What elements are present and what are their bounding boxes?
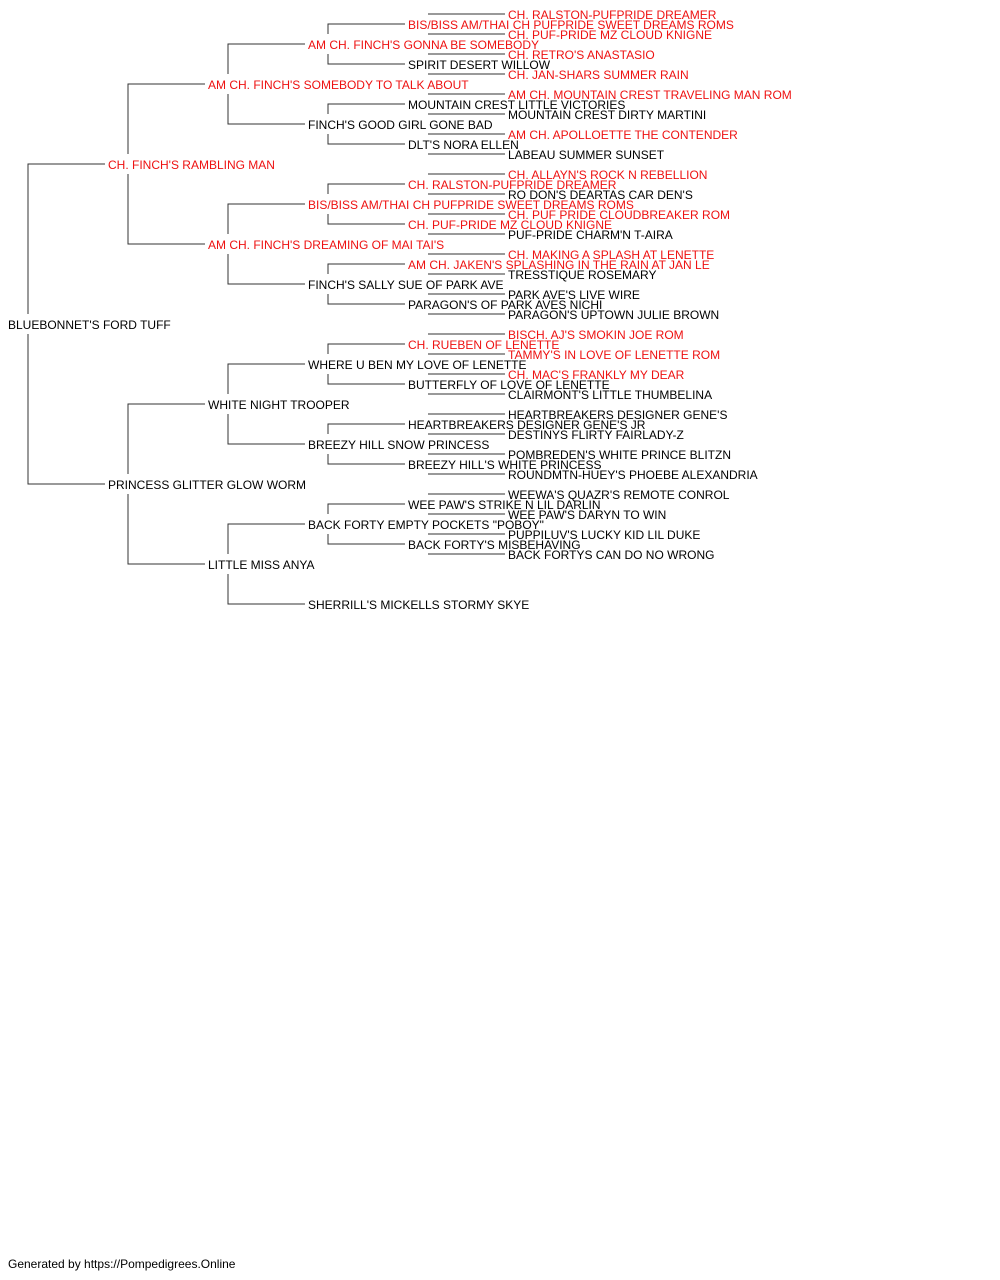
- dog-name-dam-sire: WHITE NIGHT TROOPER: [208, 398, 350, 412]
- connector-line-dam: [27, 334, 105, 485]
- connector-line-dam-sire-sire-sire: [327, 343, 405, 354]
- dog-name-sire-dam-dam-sire-sire: CH. MAKING A SPLASH AT LENETTE: [508, 248, 714, 262]
- dog-name-dam-sire-sire: WHERE U BEN MY LOVE OF LENETTE: [308, 358, 526, 372]
- dog-name-sire-sire-dam-dam: DLT'S NORA ELLEN: [408, 138, 519, 152]
- dog-name-dam-sire-sire-dam-sire: CH. MAC'S FRANKLY MY DEAR: [508, 368, 685, 382]
- dog-name-sire: CH. FINCH'S RAMBLING MAN: [108, 158, 275, 172]
- connector-line-dam-dam-dam: [227, 574, 305, 605]
- dog-name-dam-sire-sire-sire-dam: TAMMY'S IN LOVE OF LENETTE ROM: [508, 348, 720, 362]
- dog-name-dam-dam-sire-dam-dam: BACK FORTYS CAN DO NO WRONG: [508, 548, 714, 562]
- dog-name-sire-dam-sire: BIS/BISS AM/THAI CH PUFPRIDE SWEET DREAM…: [308, 198, 634, 212]
- connector-line-dam-sire-sire: [227, 363, 305, 394]
- dog-name-dam-dam-sire-dam-sire: PUPPILUV'S LUCKY KID LIL DUKE: [508, 528, 700, 542]
- dog-name-dam-sire-sire-dam: BUTTERFLY OF LOVE OF LENETTE: [408, 378, 610, 392]
- footer-credit: Generated by https://Pompedigrees.Online: [8, 1257, 236, 1271]
- dog-name-dam-sire-sire-sire: CH. RUEBEN OF LENETTE: [408, 338, 559, 352]
- dog-name-sire-sire-sire-sire: BIS/BISS AM/THAI CH PUFPRIDE SWEET DREAM…: [408, 18, 734, 32]
- dog-name-sire-dam-dam-dam-dam: PARAGON'S UPTOWN JULIE BROWN: [508, 308, 719, 322]
- connector-line-sire-dam: [127, 174, 205, 245]
- dog-name-sire-dam-sire-sire: CH. RALSTON-PUFPRIDE DREAMER: [408, 178, 617, 192]
- connector-line-sire-sire-sire-sire: [327, 23, 405, 34]
- connector-line-sire-sire-dam-dam: [327, 134, 405, 145]
- dog-name-dam-sire-dam: BREEZY HILL SNOW PRINCESS: [308, 438, 489, 452]
- dog-name-dam-sire-dam-dam: BREEZY HILL'S WHITE PRINCESS: [408, 458, 601, 472]
- dog-name-sire-sire-dam-dam-dam: LABEAU SUMMER SUNSET: [508, 148, 665, 162]
- connector-line-dam-sire-sire-dam: [327, 374, 405, 385]
- dog-name-dam-dam-dam: SHERRILL'S MICKELLS STORMY SKYE: [308, 598, 529, 612]
- pedigree-tree: CH. RALSTON-PUFPRIDE DREAMER CH. PUF-PRID…: [8, 8, 792, 612]
- dog-name-sire-dam: AM CH. FINCH'S DREAMING OF MAI TAI'S: [208, 238, 444, 252]
- connector-line-dam-dam-sire-sire: [327, 503, 405, 514]
- dog-name-sire-sire-sire-sire-dam: CH. PUF-PRIDE MZ CLOUD KNIGNE: [508, 28, 712, 42]
- dog-name-sire-sire-sire-dam: SPIRIT DESERT WILLOW: [408, 58, 551, 72]
- dog-name-sire-sire-sire-sire-sire: CH. RALSTON-PUFPRIDE DREAMER: [508, 8, 717, 22]
- dog-name-subject: BLUEBONNET'S FORD TUFF: [8, 318, 171, 332]
- connector-line-sire-dam-sire-sire: [327, 183, 405, 194]
- dog-name-dam-sire-dam-dam-dam: ROUNDMTN-HUEY'S PHOEBE ALEXANDRIA: [508, 468, 758, 482]
- connector-line-dam-sire-dam-sire: [327, 423, 405, 434]
- dog-name-sire-dam-sire-sire-dam: RO DON'S DEARTAS CAR DEN'S: [508, 188, 693, 202]
- dog-name-sire-sire-sire-dam-dam: CH. JAN-SHARS SUMMER RAIN: [508, 68, 689, 82]
- dog-name-sire-dam-sire-dam: CH. PUF-PRIDE MZ CLOUD KNIGNE: [408, 218, 612, 232]
- connector-line-dam-sire: [127, 403, 205, 474]
- connector-line-sire-dam-sire-dam: [327, 214, 405, 225]
- connector-line-sire: [27, 163, 105, 314]
- dog-name-sire-sire: AM CH. FINCH'S SOMEBODY TO TALK ABOUT: [208, 78, 469, 92]
- connector-line-sire-sire-sire-dam: [327, 54, 405, 65]
- dog-name-sire-sire-dam-sire-sire: AM CH. MOUNTAIN CREST TRAVELING MAN ROM: [508, 88, 792, 102]
- dog-name-dam-sire-dam-sire-dam: DESTINYS FLIRTY FAIRLADY-Z: [508, 428, 684, 442]
- dog-name-dam-sire-sire-sire-sire: BISCH. AJ'S SMOKIN JOE ROM: [508, 328, 684, 342]
- connector-line-sire-sire-sire: [227, 43, 305, 74]
- connector-line-dam-sire-dam-dam: [327, 454, 405, 465]
- dog-name-dam-dam-sire: BACK FORTY EMPTY POCKETS "POBOY": [308, 518, 544, 532]
- connector-line-sire-dam-dam-sire: [327, 263, 405, 274]
- dog-name-sire-dam-dam: FINCH'S SALLY SUE OF PARK AVE: [308, 278, 503, 292]
- connector-line-sire-dam-sire: [227, 203, 305, 234]
- connector-line-dam-dam-sire-dam: [327, 534, 405, 545]
- dog-name-sire-sire-dam-sire: MOUNTAIN CREST LITTLE VICTORIES: [408, 98, 625, 112]
- dog-name-sire-dam-sire-dam-sire: CH. PUF PRIDE CLOUDBREAKER ROM: [508, 208, 730, 222]
- dog-name-sire-dam-dam-sire: AM CH. JAKEN'S SPLASHING IN THE RAIN AT …: [408, 258, 710, 272]
- dog-name-sire-sire-dam-sire-dam: MOUNTAIN CREST DIRTY MARTINI: [508, 108, 706, 122]
- dog-name-dam-sire-dam-dam-sire: POMBREDEN'S WHITE PRINCE BLITZN: [508, 448, 731, 462]
- dog-name-dam: PRINCESS GLITTER GLOW WORM: [108, 478, 306, 492]
- dog-name-dam-sire-dam-sire: HEARTBREAKERS DESIGNER GENE'S JR: [408, 418, 646, 432]
- dog-name-sire-dam-dam-sire-dam: TRESSTIQUE ROSEMARY: [508, 268, 656, 282]
- dog-name-dam-dam-sire-sire-dam: WEE PAW'S DARYN TO WIN: [508, 508, 666, 522]
- dog-name-dam-dam: LITTLE MISS ANYA: [208, 558, 314, 572]
- dog-name-dam-sire-sire-dam-dam: CLAIRMONT'S LITTLE THUMBELINA: [508, 388, 712, 402]
- dog-name-sire-dam-dam-dam-sire: PARK AVE'S LIVE WIRE: [508, 288, 640, 302]
- connector-line-dam-dam-sire: [227, 523, 305, 554]
- connector-line-sire-sire: [127, 83, 205, 154]
- connector-line-sire-sire-dam-sire: [327, 103, 405, 114]
- connector-line-dam-dam: [127, 494, 205, 565]
- dog-name-sire-sire-sire-dam-sire: CH. RETRO'S ANASTASIO: [508, 48, 655, 62]
- connector-line-sire-dam-dam-dam: [327, 294, 405, 305]
- connector-line-dam-sire-dam: [227, 414, 305, 445]
- dog-name-sire-sire-dam: FINCH'S GOOD GIRL GONE BAD: [308, 118, 493, 132]
- connector-line-sire-sire-dam: [227, 94, 305, 125]
- dog-name-dam-dam-sire-dam: BACK FORTY'S MISBEHAVING: [408, 538, 581, 552]
- dog-name-sire-dam-sire-dam-dam: PUF-PRIDE CHARM'N T-AIRA: [508, 228, 673, 242]
- dog-name-sire-sire-sire: AM CH. FINCH'S GONNA BE SOMEBODY: [308, 38, 539, 52]
- dog-name-dam-dam-sire-sire: WEE PAW'S STRIKE N LIL DARLIN: [408, 498, 601, 512]
- dog-name-dam-sire-dam-sire-sire: HEARTBREAKERS DESIGNER GENE'S: [508, 408, 727, 422]
- dog-name-dam-dam-sire-sire-sire: WEEWA'S QUAZR'S REMOTE CONROL: [508, 488, 730, 502]
- dog-name-sire-dam-dam-dam: PARAGON'S OF PARK AVES NICHI: [408, 298, 602, 312]
- connector-line-sire-dam-dam: [227, 254, 305, 285]
- dog-name-sire-sire-dam-dam-sire: AM CH. APOLLOETTE THE CONTENDER: [508, 128, 738, 142]
- dog-name-sire-dam-sire-sire-sire: CH. ALLAYN'S ROCK N REBELLION: [508, 168, 707, 182]
